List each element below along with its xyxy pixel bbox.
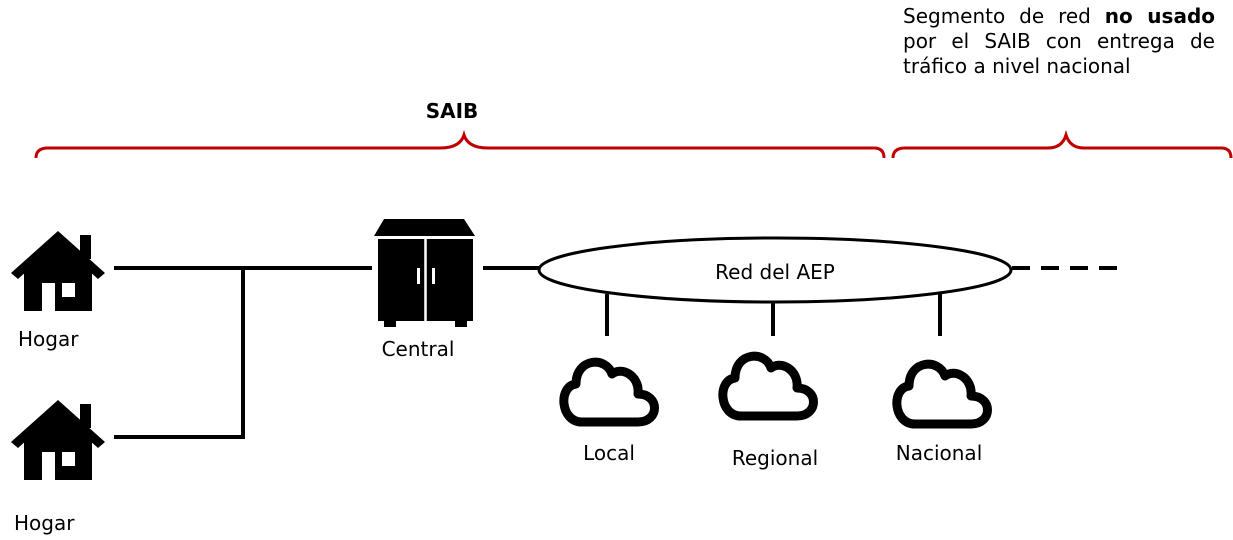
cabinet-icon — [374, 219, 475, 327]
connection-lines — [114, 266, 942, 439]
cloud-icon — [564, 362, 655, 422]
saib-label: SAIB — [426, 99, 479, 123]
central-label: Central — [382, 337, 455, 361]
note-text-2: por el SAIB con entrega de tráfico a niv… — [903, 29, 1215, 78]
cloud-icon — [897, 364, 988, 424]
network-label: Red del AEP — [715, 260, 835, 284]
unused-segment-note: Segmento de red no usado por el SAIB con… — [903, 4, 1215, 79]
home-label-bottom: Hogar — [14, 511, 75, 535]
network-ellipse — [537, 236, 1013, 304]
house-icon — [11, 231, 105, 311]
local-label: Local — [583, 441, 635, 465]
note-emphasis: no usado — [1104, 4, 1215, 28]
house-icon — [11, 400, 105, 480]
home-label-top: Hogar — [18, 327, 79, 351]
unused-segment-bracket — [891, 129, 1233, 159]
note-text-1: Segmento de red — [903, 4, 1105, 28]
national-label: Nacional — [896, 441, 983, 465]
cloud-icon — [723, 356, 814, 416]
saib-bracket — [34, 129, 886, 159]
regional-label: Regional — [732, 446, 818, 470]
